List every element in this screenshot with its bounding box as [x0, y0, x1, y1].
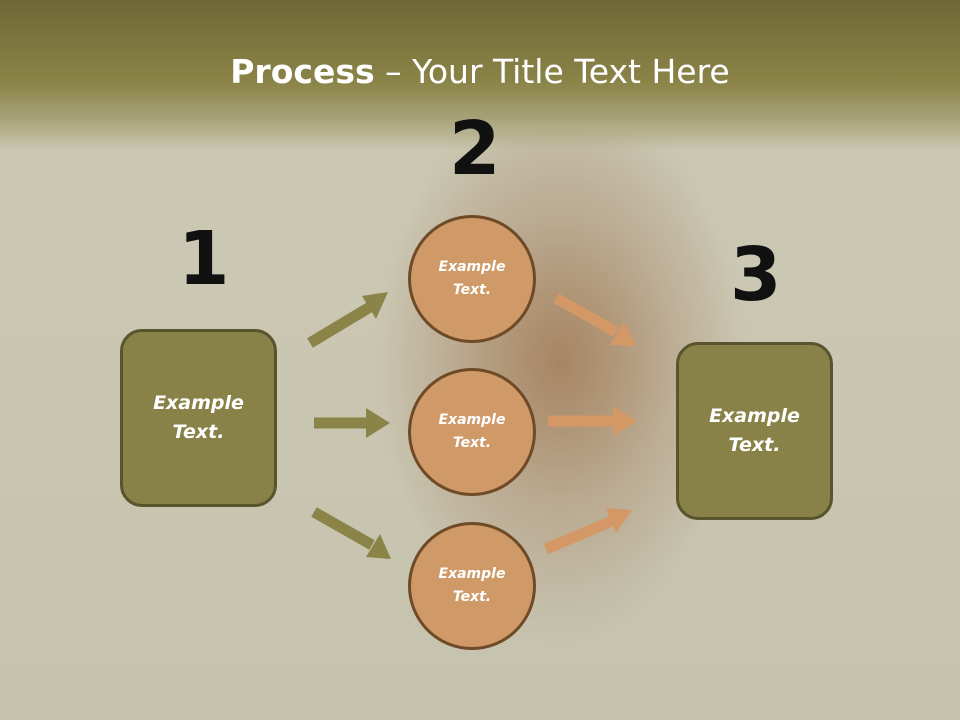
step-number-2: 2: [449, 106, 501, 192]
process-box-right-text: Example Text.: [709, 405, 800, 456]
arrow-left-to-middle: [314, 408, 390, 438]
title-bold: Process: [230, 52, 375, 91]
arrow-left-to-top: [307, 292, 388, 348]
process-box-right: Example Text.: [676, 342, 833, 520]
process-circle-bottom-text: Example Text.: [438, 566, 506, 605]
arrow-left-to-bottom: [311, 507, 391, 559]
step-number-3: 3: [730, 232, 782, 318]
process-box-left: Example Text.: [120, 329, 277, 507]
arrow-bottom-to-right: [543, 508, 632, 555]
process-circle-middle-text: Example Text.: [438, 412, 506, 451]
slide-title: Process – Your Title Text Here: [0, 52, 960, 91]
step-number-1: 1: [178, 216, 230, 302]
process-circle-top: Example Text.: [408, 215, 536, 343]
arrow-top-to-right: [553, 293, 636, 346]
title-band: [0, 0, 960, 150]
process-circle-middle: Example Text.: [408, 368, 536, 496]
process-circle-top-text: Example Text.: [438, 259, 506, 298]
arrow-middle-to-right: [548, 406, 637, 436]
process-circle-bottom: Example Text.: [408, 522, 536, 650]
process-box-left-text: Example Text.: [153, 392, 244, 443]
title-rest: – Your Title Text Here: [374, 52, 730, 91]
